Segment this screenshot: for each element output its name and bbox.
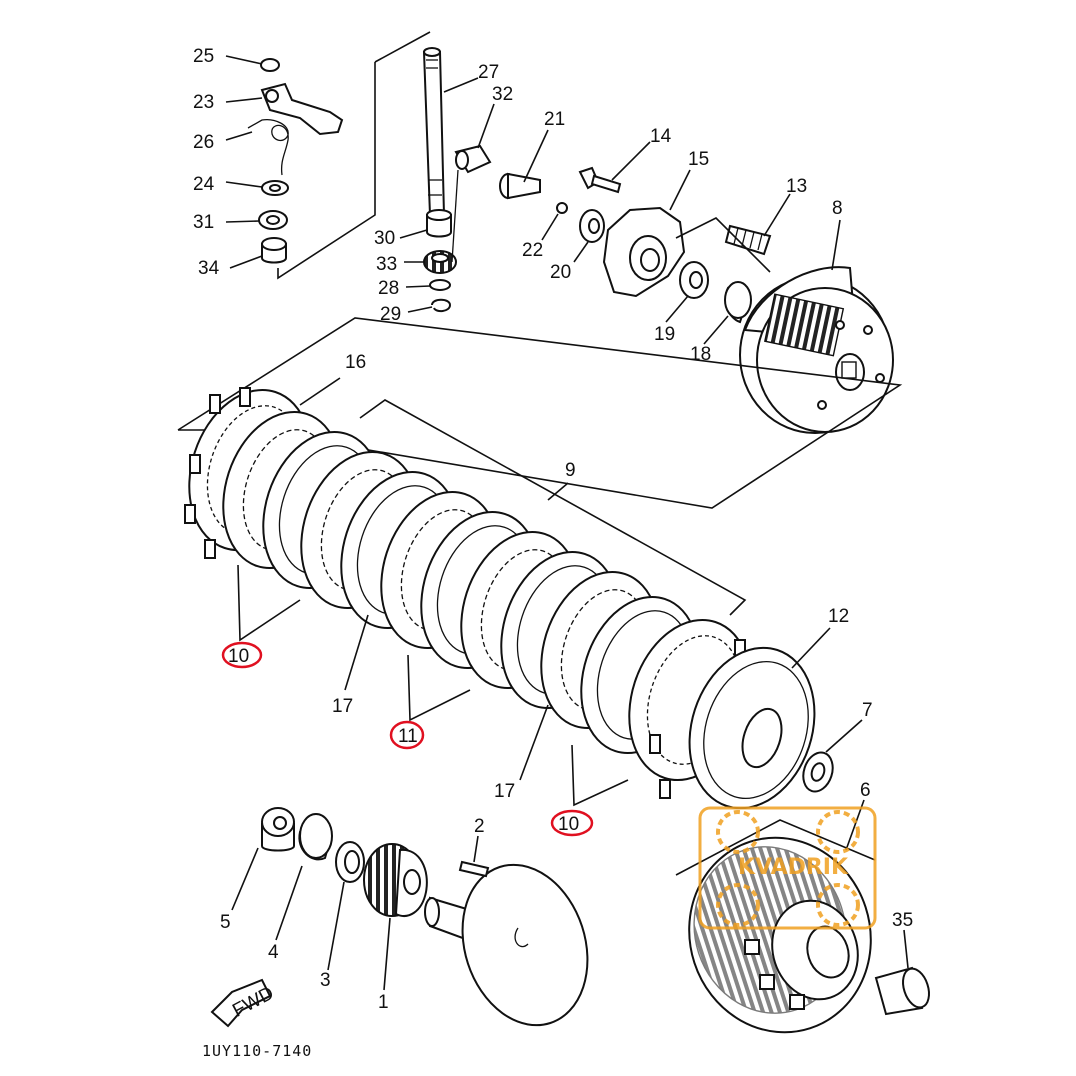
label-8: 8: [832, 198, 843, 219]
part-20-bearing: [573, 209, 605, 263]
clutch-plates-stack: [184, 387, 752, 799]
part-5-thrust-washer: [231, 807, 295, 911]
part-32-plunger: [451, 103, 495, 263]
part-23-lever: [225, 82, 344, 136]
part-13-springs: [724, 193, 791, 256]
part-31-seal: [225, 210, 288, 230]
label-33: 33: [376, 254, 397, 275]
label-9: 9: [565, 460, 576, 481]
part-24-washer: [225, 180, 289, 196]
part-35-push-rod: [874, 929, 930, 1016]
part-15-pressure-plate: [602, 169, 691, 298]
watermark-text: KVADRIK: [738, 855, 849, 880]
part-22-ball: [541, 202, 568, 241]
part-30-bushing: [399, 209, 452, 239]
fwd-arrow: FWD: [210, 978, 277, 1028]
label-2: 2: [474, 816, 485, 837]
label-5: 5: [220, 912, 231, 933]
label-17-b: 17: [494, 781, 515, 802]
label-16: 16: [345, 352, 366, 373]
label-31: 31: [193, 212, 214, 233]
highlight-circle-10-a: [221, 641, 263, 669]
kvadrik-watermark-logo: KVADRIK: [698, 806, 877, 930]
pressure-plate-bracket: [675, 217, 771, 273]
part-12-pressure-plate: [688, 627, 831, 810]
part-4-spacer: [275, 813, 333, 941]
label-12: 12: [828, 606, 849, 627]
highlight-circle-11: [389, 720, 425, 750]
part-33-gear: [404, 250, 457, 274]
label-20: 20: [550, 262, 571, 283]
label-32: 32: [492, 84, 513, 105]
part-26-spring: [225, 119, 289, 176]
part-labels: 25 23 26 24 31 34 27 32 21 14 15 13 8 30…: [193, 46, 913, 1013]
part-29-circlip: [407, 298, 452, 313]
part-25-clip: [225, 55, 280, 72]
stack-leaders: [237, 377, 629, 807]
label-29: 29: [380, 304, 401, 325]
label-30: 30: [374, 228, 395, 249]
label-35: 35: [892, 910, 913, 931]
part-27-kick-shaft: [422, 47, 479, 216]
part-19-bearing: [665, 261, 709, 323]
label-34: 34: [198, 258, 220, 279]
label-21: 21: [544, 109, 565, 130]
part-7-washer: [802, 719, 863, 793]
label-3: 3: [320, 970, 331, 991]
part-1-primary-drive-gear: [363, 843, 589, 1027]
label-22: 22: [522, 240, 543, 261]
label-28: 28: [378, 278, 399, 299]
part-28-washer: [405, 279, 451, 291]
drawing-code: 1UY110-7140: [202, 1042, 312, 1060]
label-27: 27: [478, 62, 499, 83]
lever-group-bracket: [277, 31, 431, 280]
label-6: 6: [860, 780, 871, 801]
label-19: 19: [654, 324, 675, 345]
label-11: 11: [398, 726, 418, 747]
part-8-clutch-housing: [739, 219, 894, 434]
label-25: 25: [193, 46, 214, 67]
label-18: 18: [690, 344, 711, 365]
label-1: 1: [378, 992, 389, 1013]
label-17-a: 17: [332, 696, 353, 717]
part-34-collar: [229, 237, 287, 269]
part-3-circlip: [327, 841, 365, 971]
part-2-key: [458, 835, 490, 878]
label-7: 7: [862, 700, 873, 721]
label-14: 14: [650, 126, 672, 147]
label-10-b: 10: [558, 814, 579, 835]
label-23: 23: [193, 92, 214, 113]
label-13: 13: [786, 176, 807, 197]
highlight-marks: [221, 641, 594, 837]
label-15: 15: [688, 149, 709, 170]
part-21-push-rod: [499, 129, 549, 200]
plates-bracket-9: [359, 399, 747, 616]
label-26: 26: [193, 132, 214, 153]
label-10-a: 10: [228, 646, 249, 667]
part-14-bolt: [578, 141, 651, 194]
label-4: 4: [268, 942, 279, 963]
highlight-circle-10-b: [550, 809, 594, 837]
label-24: 24: [193, 174, 215, 195]
part-18-lock-washer: [703, 281, 752, 345]
